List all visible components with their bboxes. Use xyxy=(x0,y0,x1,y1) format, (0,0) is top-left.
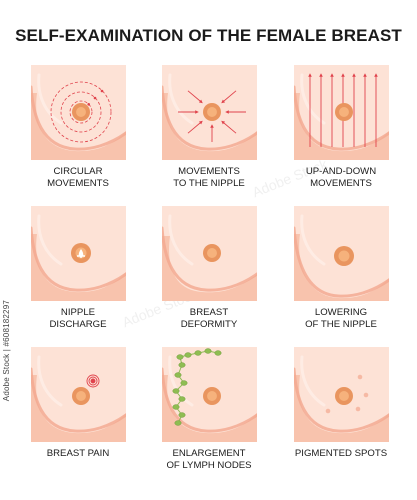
lowering-illustration xyxy=(294,206,389,301)
panel-spots xyxy=(294,347,389,442)
caption-deformity: BREAST DEFORMITY xyxy=(180,307,238,330)
pain-target-icon xyxy=(72,374,100,405)
to-nipple-illustration xyxy=(162,65,257,160)
panel-up-down xyxy=(294,65,389,160)
panel-lowering xyxy=(294,206,389,301)
caption-discharge: NIPPLE DISCHARGE xyxy=(49,307,107,330)
caption-lymph: ENLARGEMENT OF LYMPH NODES xyxy=(166,448,252,471)
converging-arrows-icon xyxy=(178,90,246,142)
lymph-illustration xyxy=(162,347,257,442)
panel-to-nipple xyxy=(162,65,257,160)
panel-circular xyxy=(31,65,126,160)
discharge-illustration xyxy=(31,206,126,301)
panel-lymph xyxy=(162,347,257,442)
page-title: SELF-EXAMINATION OF THE FEMALE BREAST xyxy=(15,26,402,45)
caption-pain: BREAST PAIN xyxy=(46,448,110,459)
up-down-illustration xyxy=(294,65,389,160)
circular-illustration xyxy=(31,65,126,160)
stock-id: Adobe Stock | #608182297 xyxy=(2,300,11,402)
pigment-spots-icon xyxy=(325,374,369,414)
vertical-arrows-icon xyxy=(308,73,378,147)
panel-discharge xyxy=(31,206,126,301)
circular-arrows-icon xyxy=(50,81,112,143)
caption-circular: CIRCULAR MOVEMENTS xyxy=(47,166,109,189)
discharge-drop-icon xyxy=(71,243,91,263)
caption-lowering: LOWERING OF THE NIPPLE xyxy=(305,307,377,330)
pain-illustration xyxy=(31,347,126,442)
caption-spots: PIGMENTED SPOTS xyxy=(294,448,388,459)
deformity-icon xyxy=(203,244,221,262)
panel-deformity xyxy=(162,206,257,301)
caption-to-nipple: MOVEMENTS TO THE NIPPLE xyxy=(173,166,245,189)
panel-pain xyxy=(31,347,126,442)
lymph-nodes-icon xyxy=(172,348,222,426)
spots-illustration xyxy=(294,347,389,442)
deformity-illustration xyxy=(162,206,257,301)
lowered-nipple-icon xyxy=(334,246,354,266)
caption-up-down: UP-AND-DOWN MOVEMENTS xyxy=(305,166,377,189)
